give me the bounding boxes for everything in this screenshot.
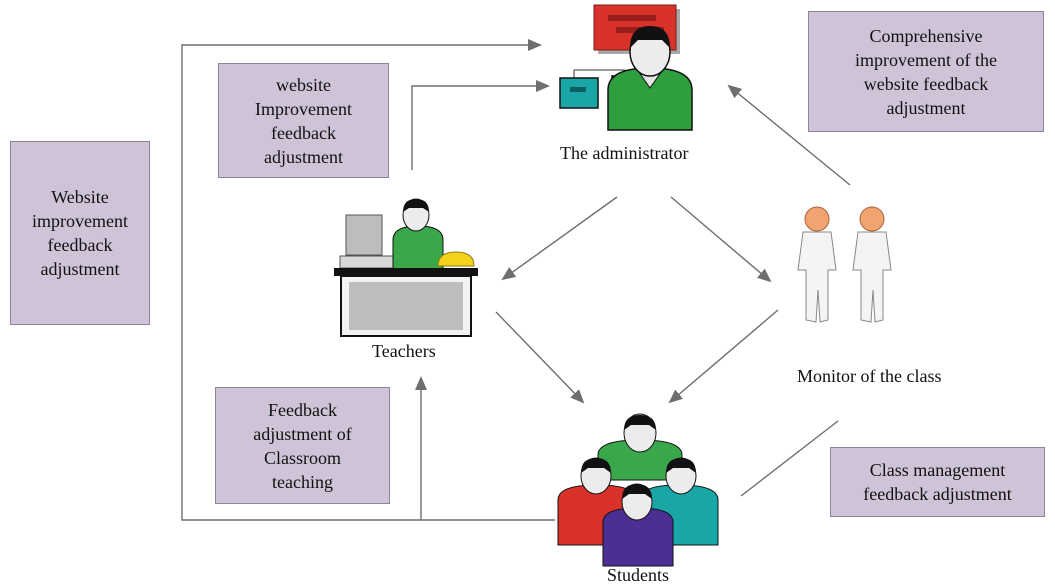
administrator-label: The administrator <box>560 143 689 163</box>
outer-feedback-arrow <box>181 39 555 521</box>
box-text: Class management feedback adjustment <box>863 460 1012 504</box>
connectors <box>181 39 851 521</box>
monitor-to-students-arrow <box>668 309 779 404</box>
teacher-icon <box>334 198 478 337</box>
website-improvement-feedback-box: Website improvement feedback adjustment <box>10 141 150 325</box>
teachers-label: Teachers <box>372 341 436 361</box>
students-label: Students <box>607 565 670 585</box>
teacher-to-admin-arrow <box>411 80 550 170</box>
monitor-icon <box>797 206 892 323</box>
classroom-teaching-feedback-box: Feedback adjustment of Classroom teachin… <box>215 387 390 504</box>
class-management-feedback-box: Class management feedback adjustment <box>830 447 1045 517</box>
monitor-students-line <box>740 420 839 497</box>
box-text: website Improvement feedback adjustment <box>255 74 352 167</box>
admin-to-teachers-arrow <box>501 196 618 281</box>
website-improvement-top-box: website Improvement feedback adjustment <box>218 63 389 178</box>
monitor-label: Monitor of the class <box>797 366 942 386</box>
comprehensive-improvement-box: Comprehensive improvement of the website… <box>808 11 1044 132</box>
admin-to-monitor-arrow <box>670 196 772 283</box>
administrator-icon <box>559 4 693 131</box>
teachers-to-students-arrow <box>495 311 585 404</box>
box-text: Comprehensive improvement of the website… <box>855 25 997 118</box>
students-icon <box>557 413 719 567</box>
box-text: Feedback adjustment of Classroom teachin… <box>253 399 352 492</box>
box-text: Website improvement feedback adjustment <box>32 187 128 279</box>
monitor-to-admin-arrow <box>727 84 851 186</box>
